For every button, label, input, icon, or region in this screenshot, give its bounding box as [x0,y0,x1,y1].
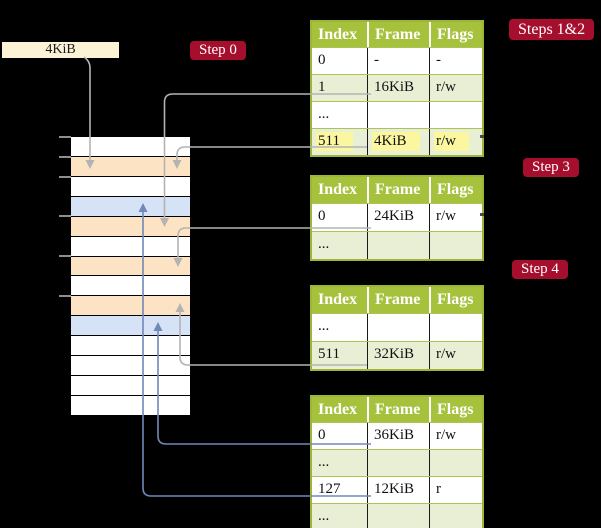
memory-row-white [71,235,190,256]
column-header-index: Index [318,401,358,418]
tick-mark [59,135,71,138]
table-cell [429,314,482,341]
memory-row-peach [71,255,190,276]
memory-row-white [71,335,190,356]
table-cell [429,450,482,476]
table-cell: 0 [318,427,326,443]
table-cell: r/w [429,129,482,155]
column-header-frame: Frame [367,22,429,47]
table-cell: r [429,477,482,503]
tick-mark [59,156,71,158]
table-row: ... [312,101,482,128]
memory-row-peach [71,295,190,316]
table-cell: ... [318,106,330,122]
column-header-flags: Flags [429,287,482,313]
table-cell [429,232,482,259]
table-cell: r/w [429,423,482,449]
tick-mark [59,254,71,257]
step-4-badge: Step 4 [512,260,568,279]
step-3-badge: Step 3 [523,158,579,177]
column-header-flags: Flags [429,177,482,203]
table-cell: 127 [318,481,341,497]
column-header-frame: Frame [367,397,429,422]
memory-row-white [71,137,190,156]
table-cell [429,102,482,128]
table-cell: r/w [429,204,482,231]
table-row: ... [312,231,482,259]
frame-size-label: 4KiB [2,42,119,58]
table-cell: ... [318,318,330,334]
table-cell [367,450,429,476]
table-cell: 4KiB [367,129,429,155]
table-cell: ... [318,236,330,252]
table-cell [429,504,482,528]
table-cell: - [429,48,482,74]
physical-memory-column [71,137,190,415]
column-header-flags: Flags [429,22,482,47]
table-cell: 16KiB [367,75,429,101]
memory-row-white [71,175,190,196]
memory-row-white [71,355,190,376]
table-row: ... [312,313,482,341]
step-0-badge: Step 0 [190,41,246,60]
table-cell: 511 [318,346,340,362]
table-cell: 511 [312,129,367,155]
tick-mark [59,294,71,297]
table-cell [367,314,429,341]
table-cell: 1 [318,79,326,95]
tick-mark [59,175,71,178]
table-cell: 0 [318,52,326,68]
column-header-index: Index [318,26,358,43]
table-cell: ... [318,508,330,524]
memory-row-peach [71,215,190,236]
column-header-index: Index [318,181,358,198]
table-cell: 0 [318,208,326,224]
memory-row-peach [71,155,190,176]
table-row: 0 -- [312,47,482,74]
table-cell: r/w [429,75,482,101]
memory-row-blue [71,315,190,336]
table-cell: - [367,48,429,74]
table-cell: 12KiB [367,477,429,503]
table-row: ... [312,449,482,476]
table-row: ... [312,503,482,528]
table-cell: 32KiB [367,342,429,369]
column-header-frame: Frame [367,287,429,313]
table-cell [367,102,429,128]
memory-row-white [71,275,190,296]
column-header-frame: Frame [367,177,429,203]
memory-row-blue [71,195,190,216]
memory-row-white [71,375,190,395]
table-cell: ... [318,454,330,470]
tick-mark [59,214,71,217]
table-cell [367,232,429,259]
column-header-flags: Flags [429,397,482,422]
table-cell: 24KiB [367,204,429,231]
table-cell: 36KiB [367,423,429,449]
steps-1-2-badge: Steps 1&2 [509,19,595,40]
column-header-index: Index [318,291,358,308]
memory-row-white [71,394,190,415]
table-cell: r/w [429,342,482,369]
table-cell [367,504,429,528]
